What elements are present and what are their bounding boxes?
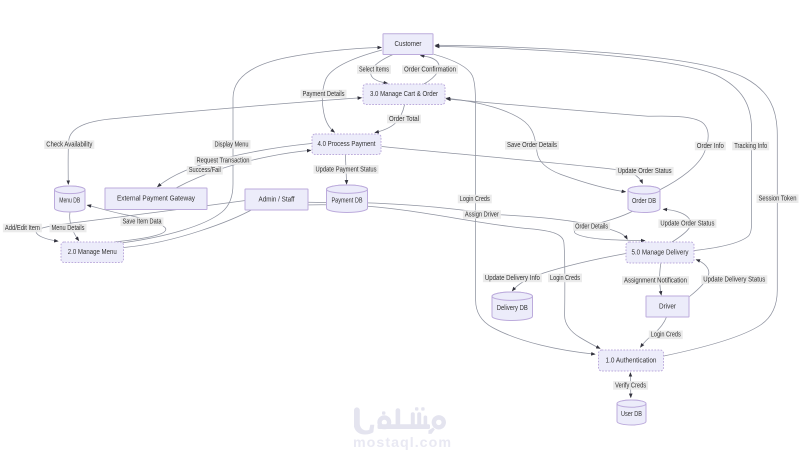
- svg-text:2.0 Manage Menu: 2.0 Manage Menu: [68, 249, 117, 256]
- svg-text:3.0 Manage Cart & Order: 3.0 Manage Cart & Order: [370, 91, 439, 98]
- svg-text:Menu Details: Menu Details: [52, 225, 85, 232]
- svg-text:Check Availability: Check Availability: [46, 142, 92, 149]
- svg-text:Admin / Staff: Admin / Staff: [259, 196, 295, 203]
- svg-text:Update Payment Status: Update Payment Status: [316, 166, 377, 173]
- svg-text:Display Menu: Display Menu: [215, 141, 249, 148]
- svg-text:4.0 Process Payment: 4.0 Process Payment: [318, 141, 376, 148]
- svg-text:Success/Fail: Success/Fail: [189, 167, 221, 174]
- svg-text:Login Creds: Login Creds: [651, 332, 681, 339]
- svg-text:User DB: User DB: [621, 411, 642, 418]
- svg-text:Delivery DB: Delivery DB: [497, 305, 528, 312]
- svg-text:mostaql.com: mostaql.com: [353, 434, 452, 450]
- svg-text:External Payment Gateway: External Payment Gateway: [117, 196, 195, 203]
- svg-text:Update Order Status: Update Order Status: [660, 221, 714, 228]
- svg-text:Order DB: Order DB: [632, 198, 656, 205]
- svg-text:5.0 Manage Delivery: 5.0 Manage Delivery: [632, 249, 689, 256]
- svg-text:Menu DB: Menu DB: [59, 198, 80, 205]
- svg-text:Driver: Driver: [659, 303, 677, 310]
- svg-text:Save Item Data: Save Item Data: [123, 219, 162, 226]
- svg-text:Session Token: Session Token: [759, 196, 797, 203]
- svg-text:Customer: Customer: [395, 41, 423, 48]
- svg-text:Select Items: Select Items: [359, 66, 389, 73]
- svg-text:Login Creds: Login Creds: [460, 196, 490, 203]
- svg-text:Assign Driver: Assign Driver: [465, 211, 500, 218]
- svg-text:Payment DB: Payment DB: [332, 197, 363, 204]
- svg-text:Update Delivery Status: Update Delivery Status: [703, 277, 765, 284]
- svg-text:Login Creds: Login Creds: [550, 275, 580, 282]
- svg-text:Tracking Info: Tracking Info: [734, 143, 767, 150]
- svg-text:Payment Details: Payment Details: [303, 91, 345, 98]
- svg-text:Order Total: Order Total: [389, 116, 419, 123]
- svg-text:Order Details: Order Details: [575, 223, 608, 230]
- svg-text:Request Transaction: Request Transaction: [197, 158, 250, 165]
- svg-text:Save Order Details: Save Order Details: [507, 142, 557, 149]
- svg-text:1.0 Authentication: 1.0 Authentication: [606, 357, 657, 364]
- svg-text:Update Order Status: Update Order Status: [618, 168, 672, 175]
- svg-text:Verify Creds: Verify Creds: [615, 382, 646, 389]
- svg-text:Order Info: Order Info: [697, 143, 724, 150]
- svg-text:Assignment Notification: Assignment Notification: [624, 277, 687, 284]
- svg-text:Add/Edit Item: Add/Edit Item: [5, 225, 40, 232]
- svg-text:Update Delivery Info: Update Delivery Info: [485, 275, 540, 282]
- svg-text:Order Confirmation: Order Confirmation: [404, 66, 456, 73]
